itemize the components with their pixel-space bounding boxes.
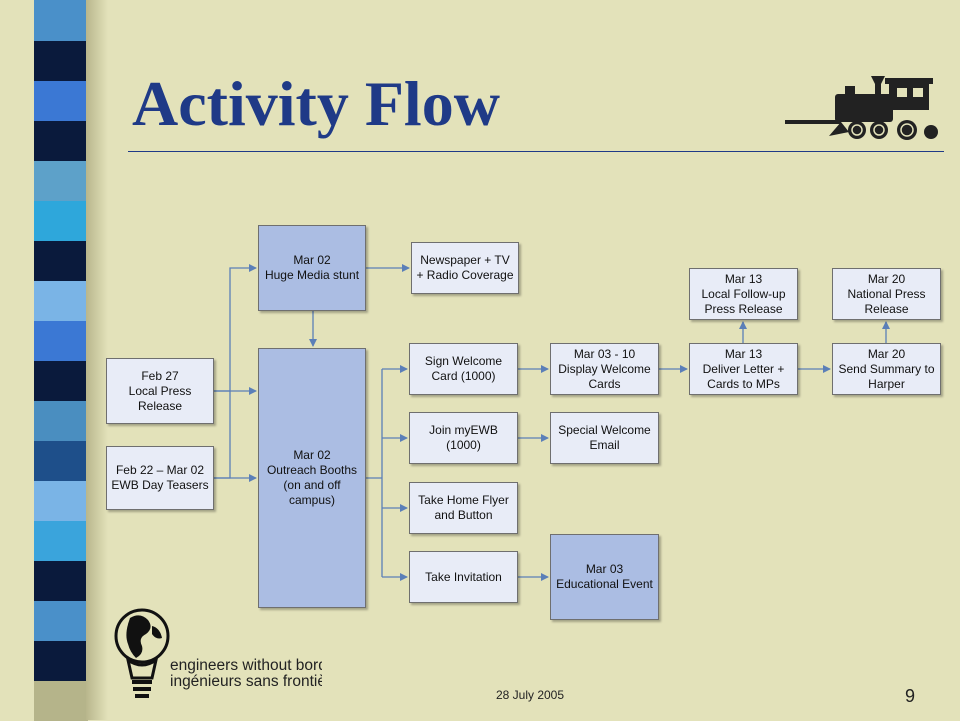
node-text-line: + Radio Coverage: [416, 268, 514, 282]
node-text-line: Harper: [868, 376, 905, 391]
stripe-segment: [34, 0, 88, 41]
stripe-segment: [34, 280, 88, 321]
node-text-line: Mar 02: [293, 253, 331, 267]
connector-feb27-to-media-stunt: [214, 264, 257, 392]
stripe-segment: [34, 240, 88, 281]
logo-line-french: ingénieurs sans frontières: [170, 673, 322, 690]
node-text-line: Mar 03: [585, 562, 624, 576]
node-text-line: Mar 13: [724, 346, 763, 361]
stripe-segment: [34, 560, 88, 601]
stripe-segment: [34, 440, 88, 481]
node-text-line: (1000): [446, 438, 481, 452]
node-text-line: Newspaper + TV: [420, 253, 510, 267]
title-divider: [128, 151, 944, 152]
node-text-line: Card (1000): [431, 369, 496, 383]
decorative-stripe-bar: [0, 0, 108, 721]
node-text-line: Send Summary to: [838, 361, 935, 376]
logo-line-english: engineers without borders: [170, 657, 322, 674]
slide-number: 9: [905, 686, 916, 706]
node-text-line: Join myEWB: [429, 423, 498, 437]
node-text-line: Deliver Letter +: [702, 361, 785, 376]
node-take-invitation: Take Invitation: [409, 551, 518, 603]
stripe-segment: [34, 320, 88, 361]
stripe-segment: [34, 640, 88, 681]
stripe-segment: [34, 200, 88, 241]
node-join-myewb: Join myEWB(1000): [409, 412, 518, 464]
node-text-line: Display Welcome: [558, 361, 651, 376]
node-text-line: campus): [288, 493, 335, 507]
connector-teasers-to-outreach: [214, 391, 231, 479]
stripe-segment: [34, 600, 88, 641]
stripe-segment: [34, 160, 88, 201]
stripe-segment: [34, 80, 88, 121]
node-text-line: Local Follow-up: [701, 286, 786, 301]
node-text-line: Cards: [588, 376, 621, 391]
stripe-segment: [34, 40, 88, 81]
node-text-line: Outreach Booths: [266, 463, 358, 477]
node-text-line: and Button: [434, 508, 493, 522]
node-text-line: Special Welcome: [558, 423, 651, 437]
connector-outreach-trunk: [366, 369, 383, 577]
slide-title: Activity Flow: [132, 68, 500, 139]
node-text-line: Huge Media stunt: [264, 268, 360, 282]
node-text-line: EWB Day Teasers: [111, 478, 209, 492]
footer-date: 28 July 2005: [495, 688, 565, 702]
node-text-line: (on and off: [283, 478, 341, 492]
stripe-segment: [34, 480, 88, 521]
node-text-line: Educational Event: [556, 577, 653, 591]
locomotive-icon: [785, 76, 938, 140]
node-text-line: Mar 02: [293, 448, 331, 462]
node-text-line: Feb 27: [141, 368, 179, 383]
stripe-segment: [34, 360, 88, 401]
node-text-line: National Press: [847, 286, 926, 301]
stripe-segment: [34, 400, 88, 441]
ewb-logo: engineers without borders ingénieurs san…: [114, 608, 322, 698]
node-text-line: Release: [864, 301, 909, 316]
node-text-line: Feb 22 – Mar 02: [115, 463, 205, 477]
stripe-segment: [34, 520, 88, 561]
node-text-line: Mar 20: [867, 346, 906, 361]
stripe-segment: [34, 120, 88, 161]
node-text-line: Take Invitation: [425, 569, 502, 584]
node-text-line: Press Release: [704, 301, 783, 316]
node-text-line: Take Home Flyer: [418, 493, 509, 507]
node-text-line: Mar 03 - 10: [573, 346, 636, 361]
node-text-line: Mar 13: [724, 271, 763, 286]
node-media-coverage: Newspaper + TV+ Radio Coverage: [411, 242, 519, 294]
globe-lightbulb-icon: [114, 608, 170, 698]
stripe-bar-shade: [86, 0, 108, 720]
node-text-line: Email: [589, 438, 620, 452]
node-text-line: Cards to MPs: [707, 376, 780, 391]
node-text-line: Release: [137, 398, 183, 413]
stripe-segment: [34, 680, 88, 721]
node-text-line: Local Press: [128, 383, 192, 398]
node-text-line: Sign Welcome: [424, 354, 503, 368]
node-text-line: Mar 20: [867, 271, 906, 286]
